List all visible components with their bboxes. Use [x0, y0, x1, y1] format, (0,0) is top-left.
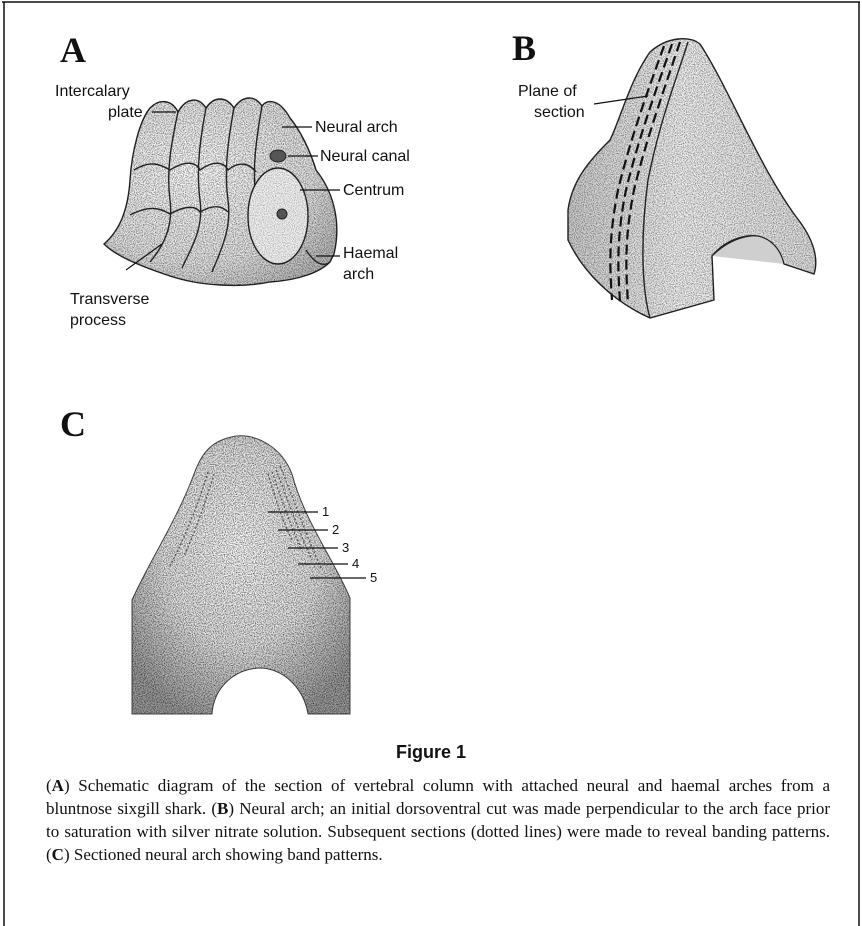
panel-b: B Plane of section	[512, 28, 816, 318]
vertebral-column-illustration	[104, 98, 337, 285]
band-label-4: 4	[352, 556, 359, 571]
panel-c: C 1 2 3 4 5	[60, 404, 377, 714]
figure-caption: (A) Schematic diagram of the section of …	[46, 774, 830, 866]
band-label-3: 3	[342, 540, 349, 555]
neural-canal-shape	[270, 150, 286, 162]
panel-b-letter: B	[512, 28, 536, 68]
sectioned-arch-illustration	[132, 436, 350, 714]
label-section: section	[534, 104, 585, 121]
label-arch: arch	[343, 266, 374, 283]
panel-a: A Intercal	[55, 30, 410, 329]
label-neural-canal: Neural canal	[320, 148, 410, 165]
label-centrum: Centrum	[343, 182, 404, 199]
caption-b-key: B	[217, 799, 228, 818]
band-label-2: 2	[332, 522, 339, 537]
label-plate: plate	[108, 104, 143, 121]
label-plane-of: Plane of	[518, 83, 577, 100]
panel-c-letter: C	[60, 404, 86, 444]
band-label-5: 5	[370, 570, 377, 585]
caption-a-key: A	[52, 776, 64, 795]
label-transverse: Transverse	[70, 291, 150, 308]
panel-a-letter: A	[60, 30, 86, 70]
caption-c-text: Sectioned neural arch showing band patte…	[74, 845, 383, 864]
label-haemal: Haemal	[343, 245, 398, 262]
label-neural-arch: Neural arch	[315, 119, 398, 136]
band-label-1: 1	[322, 504, 329, 519]
caption-c-key: C	[52, 845, 64, 864]
label-intercalary: Intercalary	[55, 83, 130, 100]
figure-title: Figure 1	[0, 742, 862, 763]
label-process: process	[70, 312, 126, 329]
neural-arch-illustration	[568, 39, 816, 318]
